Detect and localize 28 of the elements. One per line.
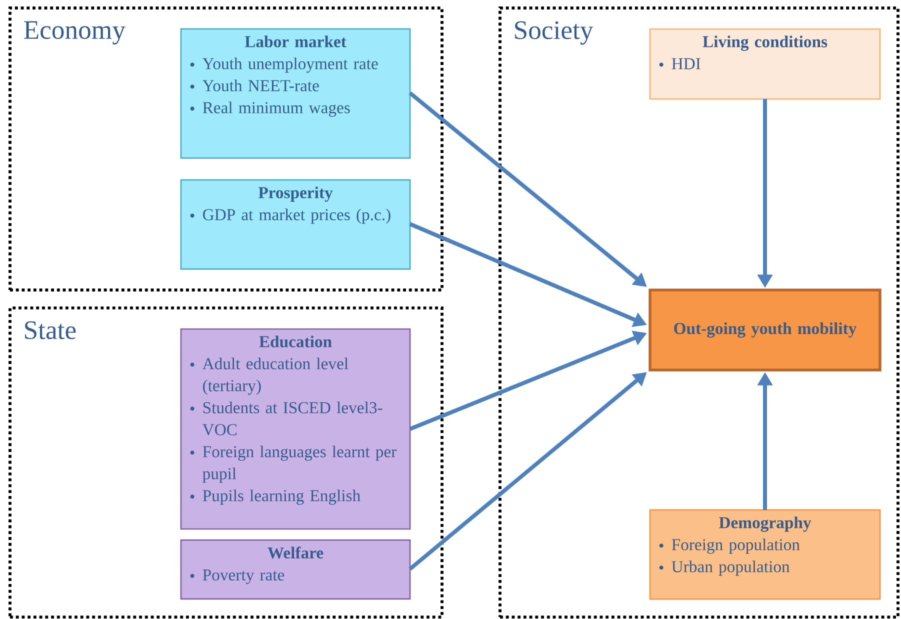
outcome-box: Out-going youth mobility	[648, 288, 882, 372]
group-title: State	[25, 321, 76, 340]
factor-box	[180, 539, 411, 600]
bullet-item: HDI	[672, 58, 700, 70]
bullet-item: Pupils learning English	[202, 490, 360, 505]
box-heading: Living conditions	[702, 36, 828, 51]
factor-box	[180, 28, 411, 159]
bullet-item: Youth NEET-rate	[202, 80, 319, 92]
bullet-item: GDP at market prices (p.c.)	[203, 208, 390, 224]
bullet-item: Urban population	[672, 560, 790, 576]
factor-box	[649, 509, 881, 600]
bullet-item: Real minimum wages	[202, 102, 350, 117]
group-title: Economy	[24, 21, 126, 44]
bullet-item: Students at ISCED level3-VOC	[202, 402, 382, 436]
bullet-item: Adult education level (tertiary)	[202, 358, 348, 395]
bullet-item: Foreign languages learnt per pupil	[202, 446, 397, 483]
box-heading: Welfare	[268, 546, 324, 559]
box-heading: Labor market	[244, 36, 346, 48]
group-title: Society	[515, 21, 594, 45]
factor-box	[180, 179, 411, 270]
bullet-item: Foreign population	[672, 538, 800, 554]
box-heading: Prosperity	[258, 186, 333, 202]
factor-box	[180, 328, 411, 530]
box-heading: Education	[259, 336, 332, 348]
bullet-item: Poverty rate	[202, 569, 284, 584]
bullet-item: Youth unemployment rate	[202, 58, 378, 73]
box-heading: Demography	[719, 516, 812, 532]
factor-box	[649, 28, 881, 100]
